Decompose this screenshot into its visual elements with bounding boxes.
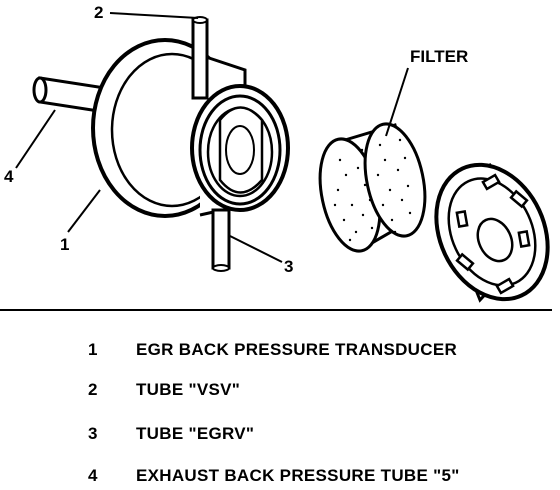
legend-number: 4 [88,466,98,485]
divider-line [0,309,552,311]
egr-transducer-illustration: 2 FILTER 4 1 3 [4,3,550,303]
callout-3: 3 [284,257,293,276]
tube-vsv [191,16,209,100]
legend-label: TUBE "EGRV" [136,424,255,443]
legend-label: EXHAUST BACK PRESSURE TUBE "5" [136,466,460,485]
callout-1: 1 [60,235,69,254]
legend-number: 2 [88,380,98,399]
legend-label: TUBE "VSV" [136,380,241,399]
legend-number: 1 [88,340,98,359]
tube-egrv [211,208,231,272]
callout-2: 2 [94,3,103,22]
filter-cap [434,162,550,303]
legend-label: EGR BACK PRESSURE TRANSDUCER [136,340,458,359]
transducer-body [91,38,290,218]
callout-filter: FILTER [410,47,468,66]
callout-leaders [15,12,409,263]
legend-number: 3 [88,424,98,443]
callout-4: 4 [4,167,14,186]
filter-disc [318,122,427,253]
